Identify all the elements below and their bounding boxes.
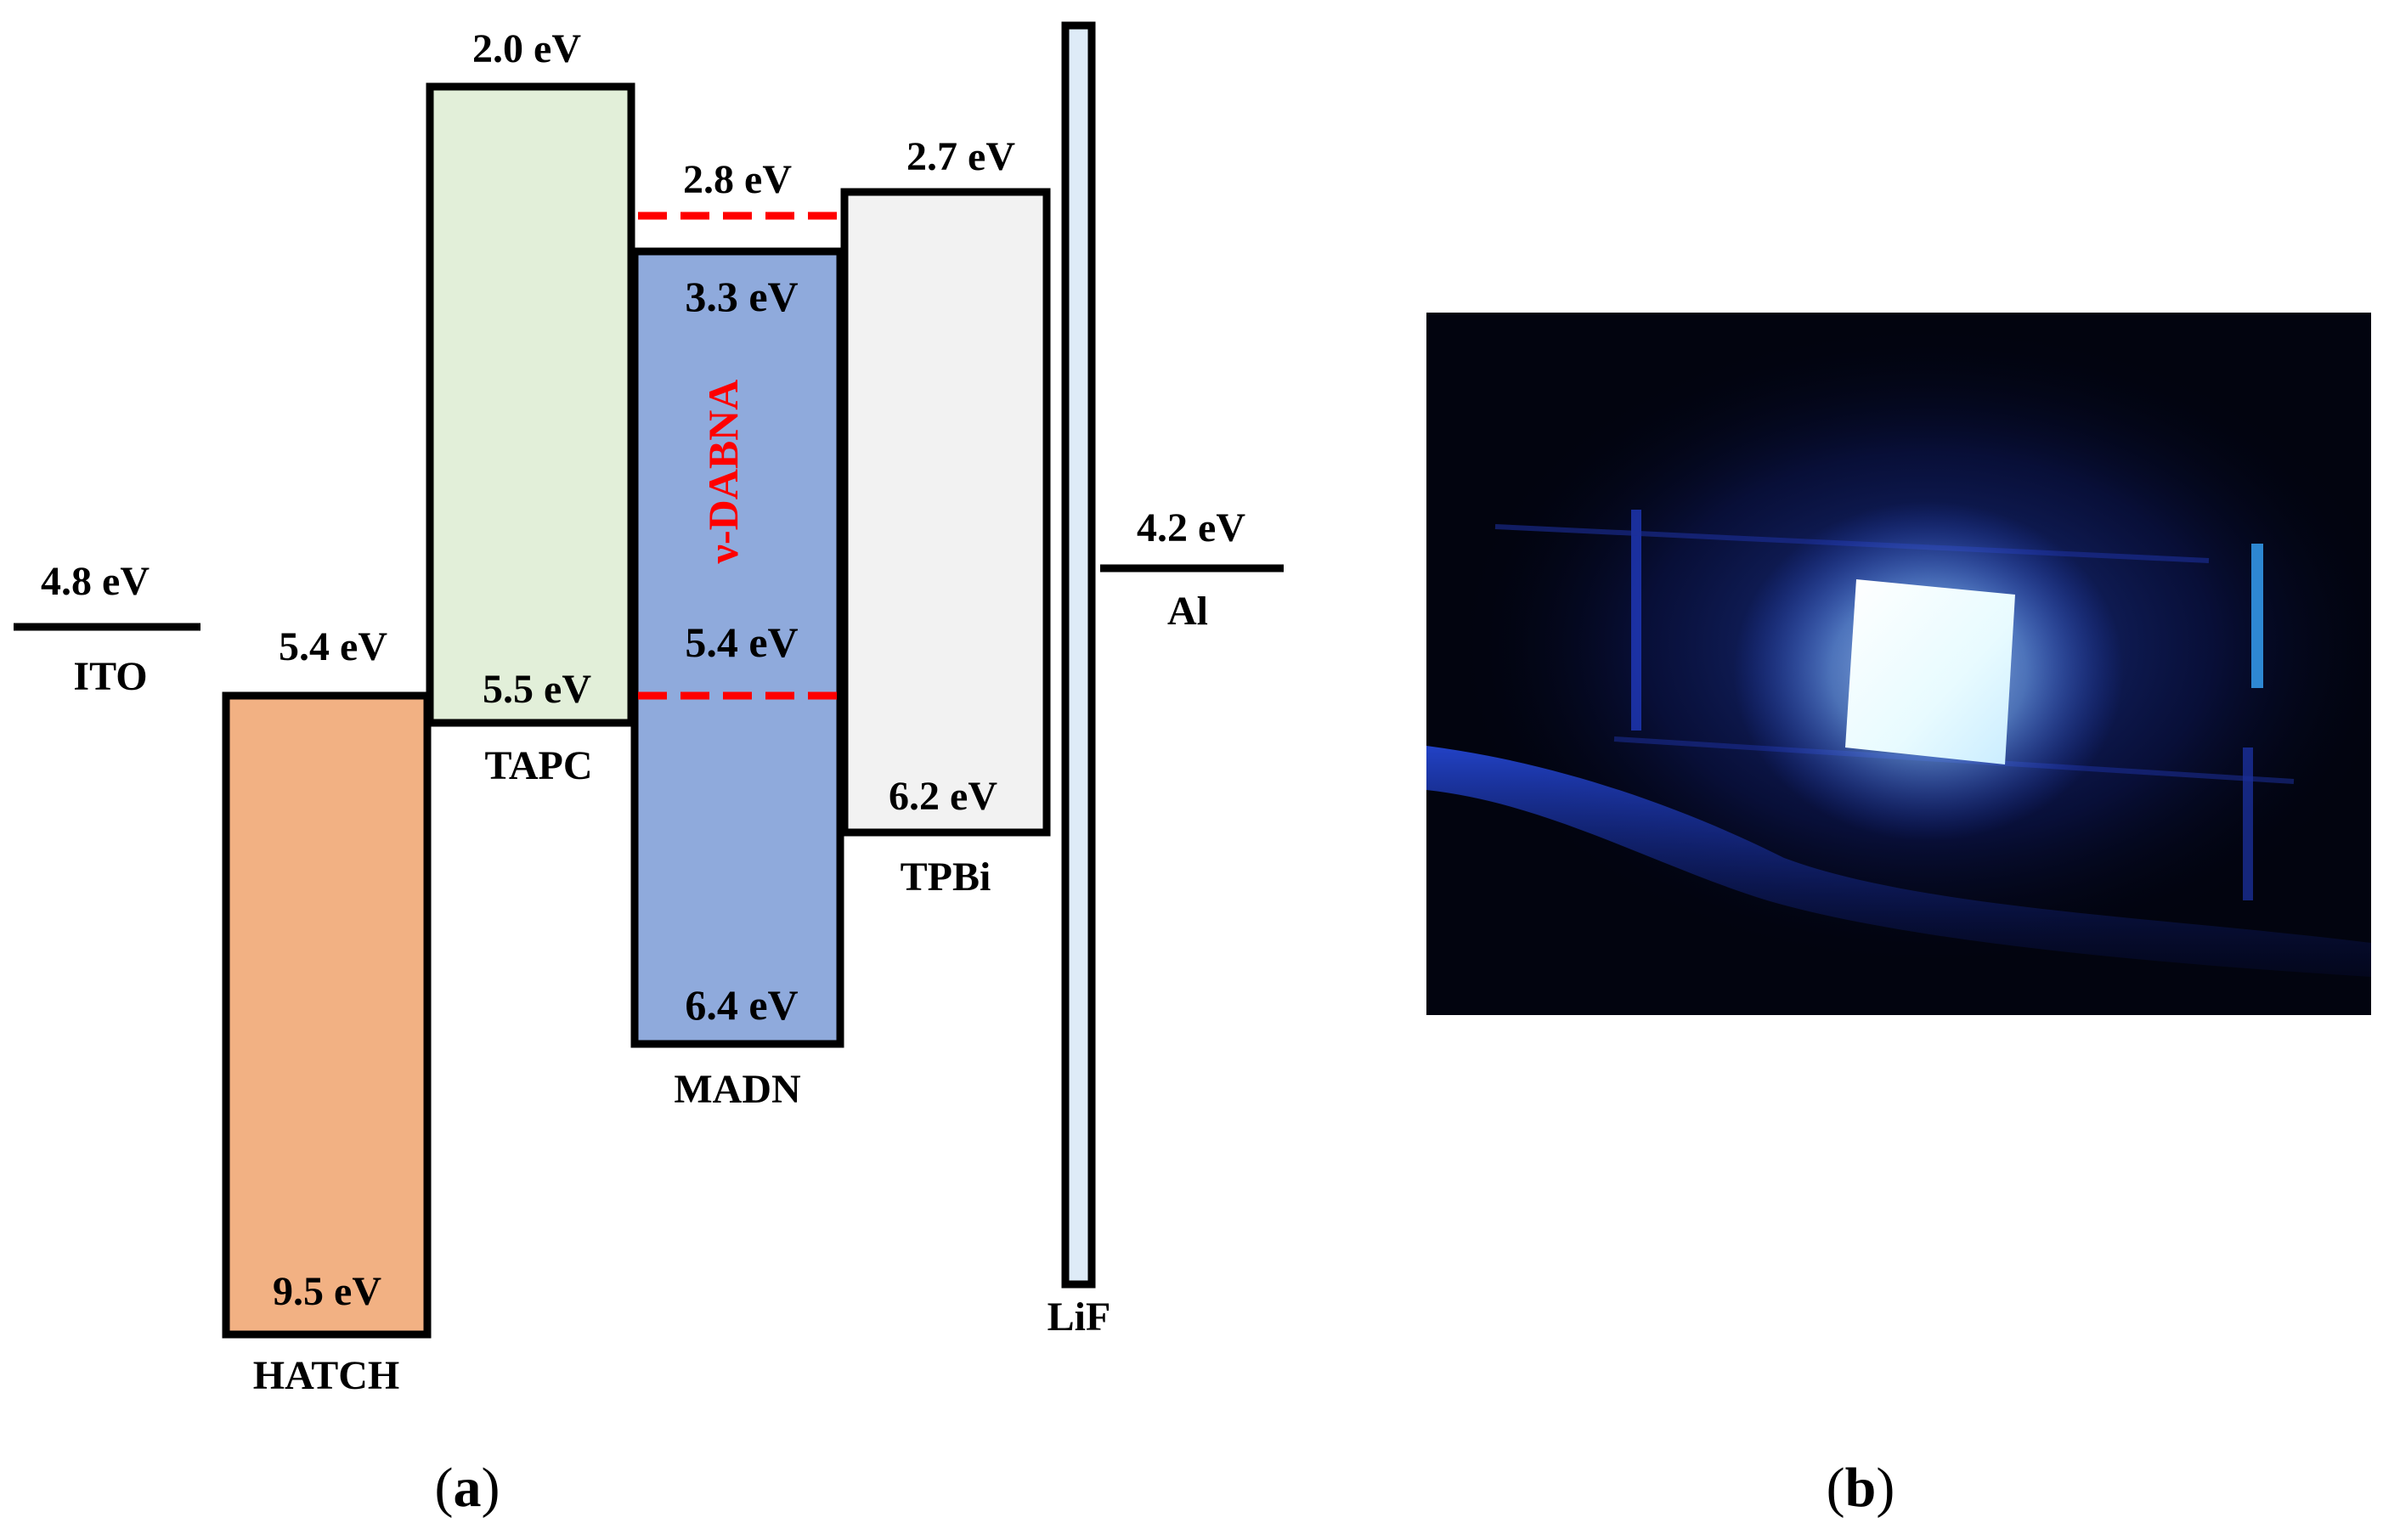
svg-text:(a): (a)	[435, 1457, 500, 1519]
device-photo	[1426, 313, 2371, 1015]
al-name-label: Al	[1167, 589, 1208, 634]
layer-tpbi: 2.7 eV 6.2 eV TPBi	[840, 134, 1051, 900]
dopant-homo-energy-label: 5.4 eV	[685, 618, 798, 666]
madn-top-energy-label: 3.3 eV	[685, 273, 798, 320]
tpbi-bottom-energy-label: 6.2 eV	[889, 774, 997, 819]
holder-left-bar	[1631, 510, 1641, 731]
caption-b: (b)	[1827, 1457, 1895, 1519]
holder-right-lower-bar	[2243, 747, 2253, 900]
tpbi-box	[840, 188, 1051, 837]
madn-bottom-energy-label: 6.4 eV	[685, 981, 798, 1029]
layer-al: 4.2 eV Al	[1100, 505, 1284, 634]
hatch-name-label: HATCH	[253, 1353, 399, 1398]
energy-diagram: 4.8 eV ITO 5.4 eV 9.5 eV HATCH 2.0 eV 5.…	[14, 21, 1284, 1519]
madn-name-label: MADN	[674, 1067, 801, 1112]
ito-energy-label: 4.8 eV	[41, 559, 150, 604]
dopant-lumo-energy-label: 2.8 eV	[683, 157, 792, 202]
holder-right-bar	[2251, 544, 2263, 688]
tapc-box	[426, 82, 635, 727]
layer-dopant: 2.8 eV 5.4 eV ν-DABNA	[638, 157, 837, 700]
tpbi-name-label: TPBi	[901, 855, 991, 900]
al-energy-label: 4.2 eV	[1137, 505, 1245, 550]
dopant-name-label: ν-DABNA	[699, 380, 747, 565]
madn-box	[630, 247, 844, 1048]
substrate-edge-glow	[1426, 746, 2371, 977]
tapc-bottom-energy-label: 5.5 eV	[483, 667, 591, 712]
hatch-bottom-energy-label: 9.5 eV	[273, 1269, 381, 1314]
hatch-box	[222, 691, 432, 1339]
ito-name-label: ITO	[73, 654, 147, 699]
layer-madn: 3.3 eV 6.4 eV MADN	[630, 247, 844, 1112]
tapc-name-label: TAPC	[484, 743, 592, 788]
layer-hatch: 5.4 eV 9.5 eV HATCH	[222, 624, 432, 1398]
caption-a: (a)	[435, 1457, 500, 1519]
emitting-pixel	[1845, 579, 2015, 764]
tpbi-top-energy-label: 2.7 eV	[906, 134, 1015, 179]
hatch-top-energy-label: 5.4 eV	[279, 624, 387, 669]
lif-box	[1061, 21, 1096, 1289]
layer-lif: LiF	[1048, 21, 1111, 1340]
lif-name-label: LiF	[1048, 1295, 1111, 1340]
svg-text:(b): (b)	[1827, 1457, 1895, 1519]
layer-ito: 4.8 eV ITO	[14, 559, 200, 699]
layer-tapc: 2.0 eV 5.5 eV TAPC	[426, 26, 635, 788]
tapc-top-energy-label: 2.0 eV	[472, 26, 581, 71]
